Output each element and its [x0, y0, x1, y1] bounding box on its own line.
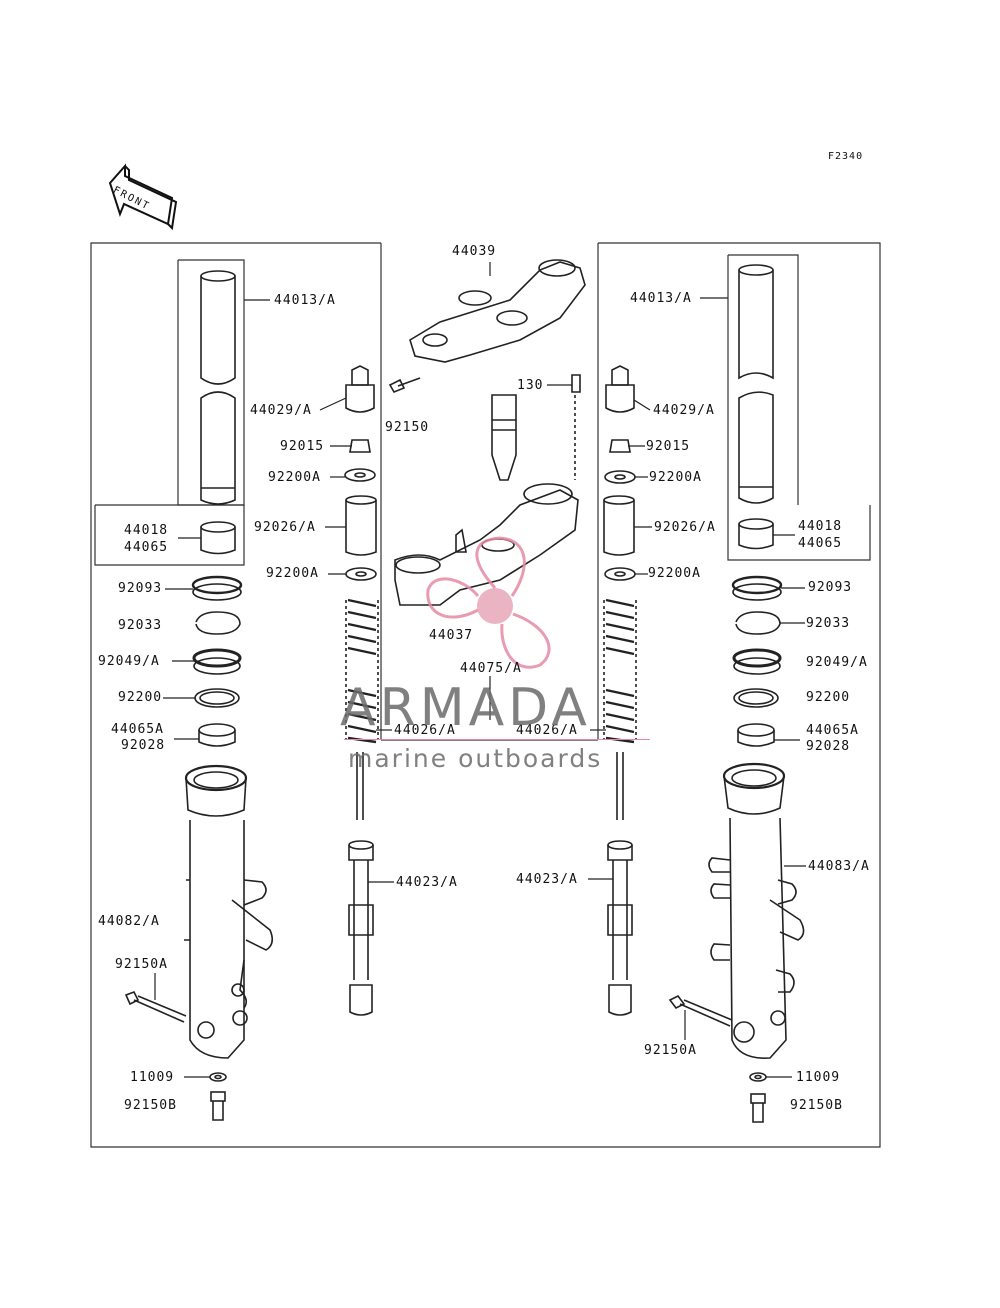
label-92150a-left: 92150A: [115, 957, 168, 972]
right-fork-assembly: [668, 264, 805, 1123]
watermark-brand: ARMADA: [340, 678, 591, 738]
label-44037: 44037: [429, 628, 474, 643]
label-92150b-right: 92150B: [790, 1098, 843, 1113]
label-44082a: 44082/A: [98, 914, 160, 929]
top-bracket: [388, 259, 586, 394]
label-92200-left: 92200: [118, 690, 163, 705]
label-92150: 92150: [385, 420, 430, 435]
label-92200a-right-1: 92200A: [649, 470, 702, 485]
watermark-tagline: marine outboards: [348, 744, 603, 773]
watermark-logo: [426, 536, 551, 669]
label-44026a-right: 44026/A: [516, 723, 578, 738]
label-92150a-right: 92150A: [644, 1043, 697, 1058]
steering-stem: [394, 374, 581, 606]
label-92049a-left: 92049/A: [98, 654, 160, 669]
label-44039: 44039: [452, 244, 497, 259]
label-92150b-left: 92150B: [124, 1098, 177, 1113]
leader-lines: [154, 262, 806, 1078]
label-92200a-left-2: 92200A: [266, 566, 319, 581]
label-92028-left: 92028: [121, 738, 166, 753]
label-44023a-right: 44023/A: [516, 872, 578, 887]
label-11009-left: 11009: [130, 1070, 175, 1085]
label-44023a-left: 44023/A: [396, 875, 458, 890]
frame: [90, 242, 881, 1148]
label-44018-right: 44018: [798, 519, 843, 534]
label-92033-right: 92033: [806, 616, 851, 631]
figure-code: F2340: [828, 151, 864, 162]
label-11009-right: 11009: [796, 1070, 841, 1085]
label-92015-left: 92015: [280, 439, 325, 454]
label-44013a-right: 44013/A: [630, 291, 692, 306]
center-right-stack: [603, 365, 637, 1016]
label-44018-left: 44018: [124, 523, 169, 538]
label-92049a-right: 92049/A: [806, 655, 868, 670]
center-left-stack: [344, 365, 379, 1016]
label-44013a-left: 44013/A: [274, 293, 336, 308]
label-92033-left: 92033: [118, 618, 163, 633]
label-44029a-right: 44029/A: [653, 403, 715, 418]
label-44075a: 44075/A: [460, 661, 522, 676]
label-92015-right: 92015: [646, 439, 691, 454]
label-44029a-left: 44029/A: [250, 403, 312, 418]
label-44065-right: 44065: [798, 536, 843, 551]
label-92200a-left-1: 92200A: [268, 470, 321, 485]
label-44065-left: 44065: [124, 540, 169, 555]
label-44065a-right: 44065A: [806, 723, 859, 738]
label-92028-right: 92028: [806, 739, 851, 754]
label-92026a-left: 92026/A: [254, 520, 316, 535]
label-92200a-right-2: 92200A: [648, 566, 701, 581]
label-92200-right: 92200: [806, 690, 851, 705]
label-44026a-left: 44026/A: [394, 723, 456, 738]
label-44083a: 44083/A: [808, 859, 870, 874]
label-92093-left: 92093: [118, 581, 163, 596]
front-arrow-icon: [108, 163, 178, 231]
label-92093-right: 92093: [808, 580, 853, 595]
watermark-divider: [344, 739, 650, 740]
label-44065a-left: 44065A: [111, 722, 164, 737]
left-fork-assembly: [124, 270, 274, 1121]
label-92026a-right: 92026/A: [654, 520, 716, 535]
label-130: 130: [517, 378, 544, 393]
